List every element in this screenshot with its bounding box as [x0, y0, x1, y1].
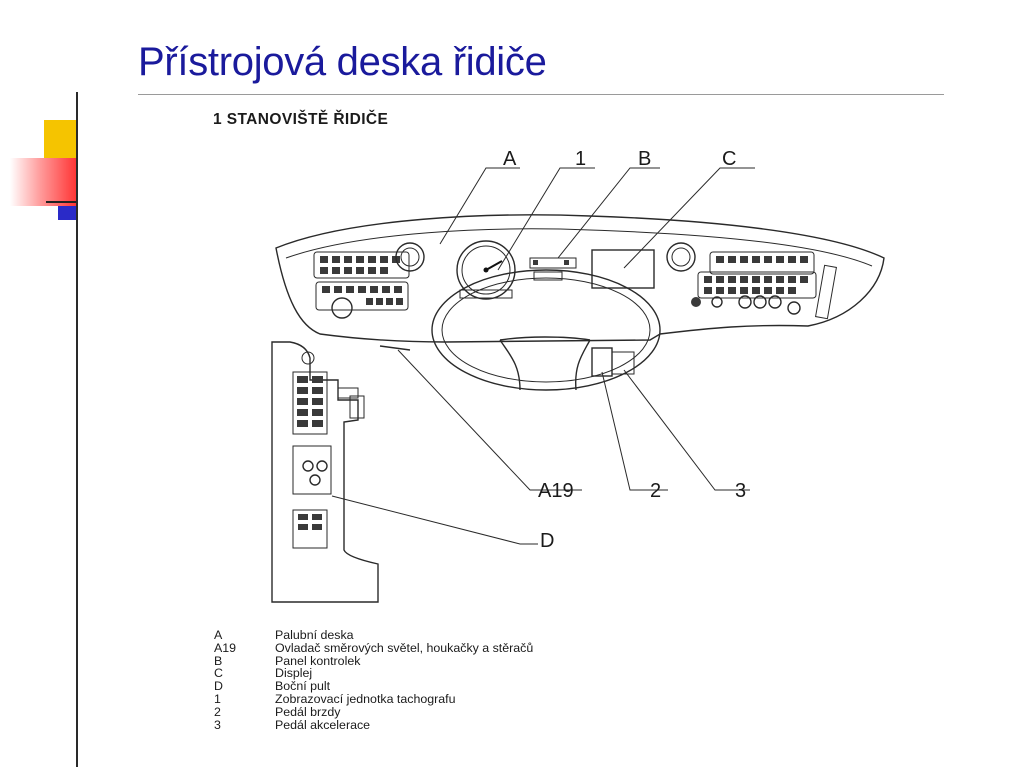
right-switch-panel: [691, 252, 836, 319]
callout-2: 2: [650, 480, 661, 502]
legend-code: 3: [214, 719, 275, 732]
accent-red-gradient: [10, 158, 78, 206]
legend-text: Pedál akcelerace: [275, 719, 370, 732]
legend-text: Ovladač směrových světel, houkačky a stě…: [275, 642, 533, 655]
side-console: [272, 342, 378, 602]
dashboard-diagram: A 1 B C A19 2 3 D: [190, 140, 910, 610]
legend-text: Pedál brzdy: [275, 706, 340, 719]
callout-D: D: [540, 530, 554, 552]
legend-code: 2: [214, 706, 275, 719]
callout-1: 1: [575, 148, 586, 170]
callout-3: 3: [735, 480, 746, 502]
legend-code: C: [214, 667, 275, 680]
section-heading: 1 STANOVIŠTĚ ŘIDIČE: [213, 111, 388, 129]
callout-A19: A19: [538, 480, 574, 502]
left-switch-panel: [314, 252, 409, 318]
callout-C: C: [722, 148, 736, 170]
accent-yellow-square: [44, 120, 77, 162]
legend-code: A: [214, 629, 275, 642]
legend-code: B: [214, 655, 275, 668]
a19-stalk: [380, 346, 410, 350]
callout-B: B: [638, 148, 651, 170]
legend-text: Zobrazovací jednotka tachografu: [275, 693, 455, 706]
accent-blue-square: [58, 206, 76, 220]
callout-A: A: [503, 148, 517, 170]
legend-code: A19: [214, 642, 275, 655]
display-screen: [592, 250, 654, 288]
legend-text: Palubní deska: [275, 629, 354, 642]
title-underline: [138, 94, 944, 95]
slide-title: Přístrojová deska řidiče: [138, 40, 547, 85]
legend-code: D: [214, 680, 275, 693]
left-divider-line: [76, 92, 78, 767]
tachograph-gauge: [457, 241, 515, 299]
accent-dash: [46, 201, 76, 203]
indicator-panel: [530, 258, 576, 280]
legend-code: 1: [214, 693, 275, 706]
